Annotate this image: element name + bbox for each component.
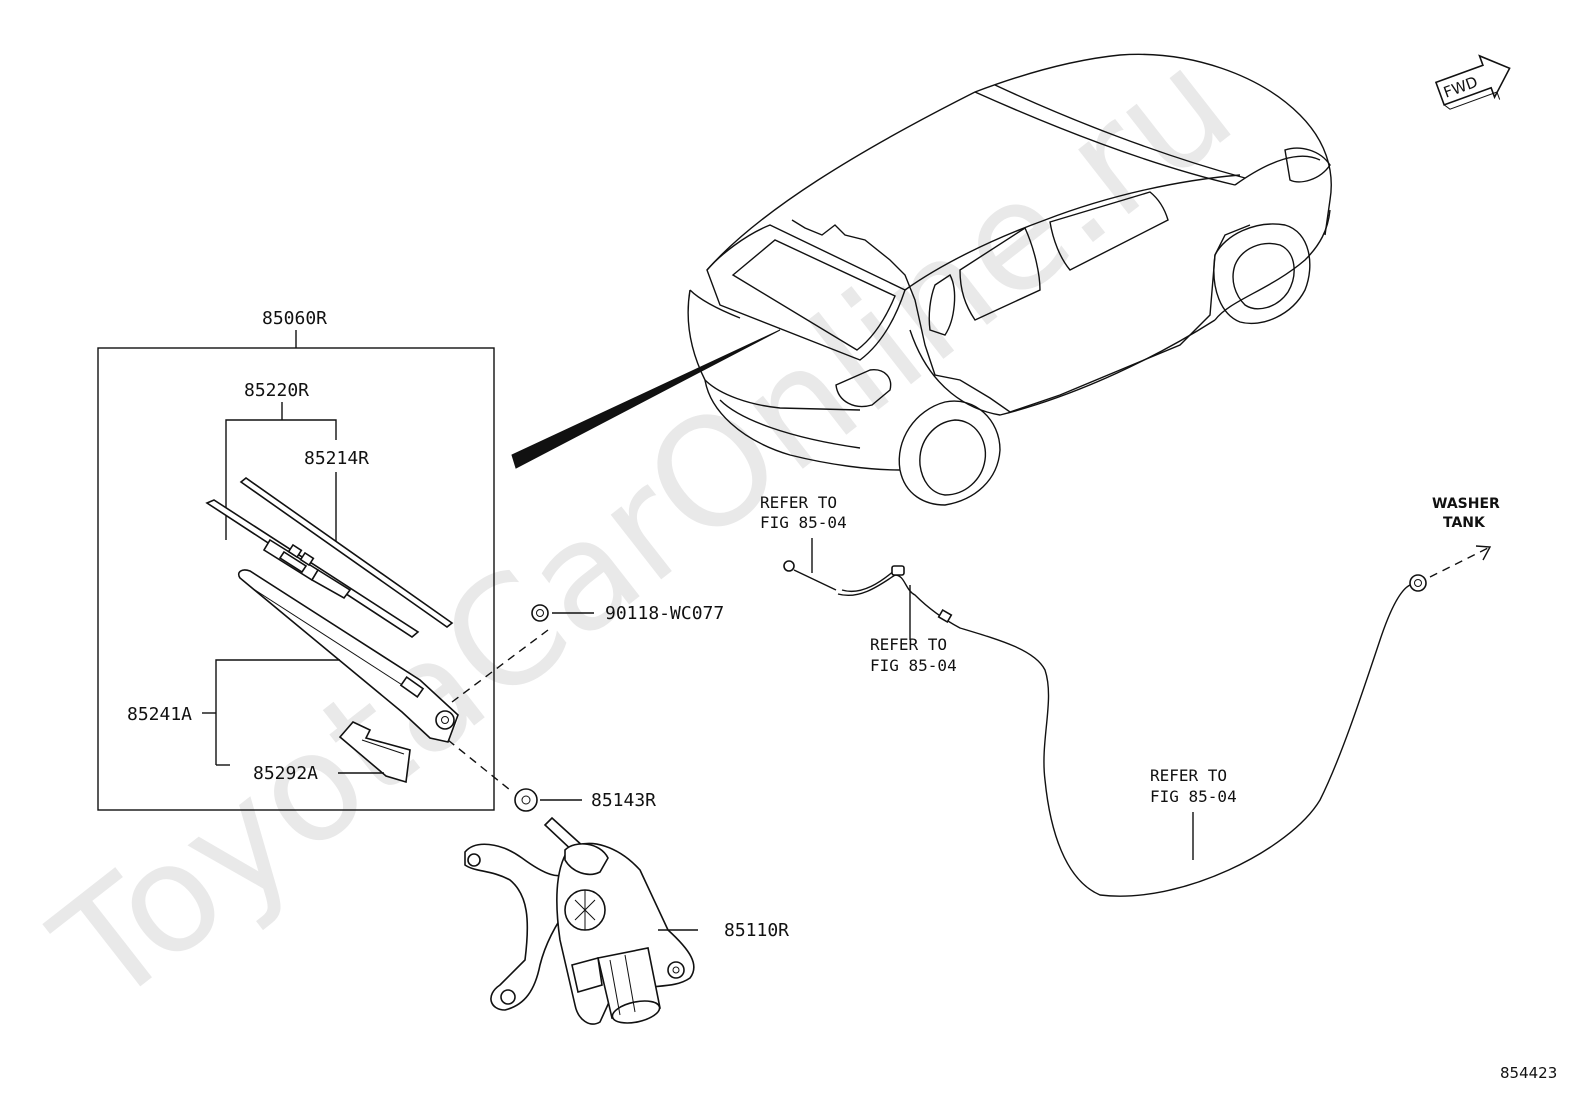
part-label-85292A: 85292A: [253, 763, 318, 784]
reference-note-2: REFER TO FIG 85-04: [870, 635, 957, 675]
wiper-motor: 85110R: [464, 816, 789, 1025]
arm-cover: [338, 721, 411, 784]
reference-note-line: REFER TO: [760, 493, 837, 512]
reference-note-line: REFER TO: [870, 635, 947, 654]
wiper-assembly-box: 85060R 85220R 85214R: [97, 308, 495, 811]
part-label-85220R: 85220R: [244, 380, 309, 401]
reference-note-line: FIG 85-04: [760, 513, 847, 532]
washer-tank-line: WASHER: [1432, 496, 1500, 512]
wiper-blade: [205, 499, 420, 638]
washer-tank-note: WASHER TANK: [1432, 496, 1500, 531]
part-label-90118-WC077: 90118-WC077: [605, 603, 724, 624]
reference-note-1: REFER TO FIG 85-04: [760, 493, 847, 532]
part-label-85110R: 85110R: [724, 920, 789, 941]
part-label-85060R: 85060R: [262, 308, 327, 329]
reference-note-3: REFER TO FIG 85-04: [1150, 766, 1237, 806]
washer-hose: [783, 545, 1492, 897]
part-label-85241A: 85241A: [127, 704, 192, 725]
wiper-arm: [237, 569, 459, 743]
fwd-arrow: FWD: [1434, 54, 1511, 110]
mount-nut: 90118-WC077: [531, 603, 724, 624]
part-label-85214R: 85214R: [304, 448, 369, 469]
reference-note-line: FIG 85-04: [870, 656, 957, 675]
pivot-cap: 85143R: [514, 788, 656, 812]
figure-id: 854423: [1500, 1064, 1557, 1082]
reference-note-line: REFER TO: [1150, 766, 1227, 785]
washer-tank-line: TANK: [1443, 515, 1486, 531]
blade-rubber: [239, 477, 454, 628]
part-label-85143R: 85143R: [591, 790, 656, 811]
reference-note-line: FIG 85-04: [1150, 787, 1237, 806]
vehicle-illustration: [511, 53, 1332, 506]
